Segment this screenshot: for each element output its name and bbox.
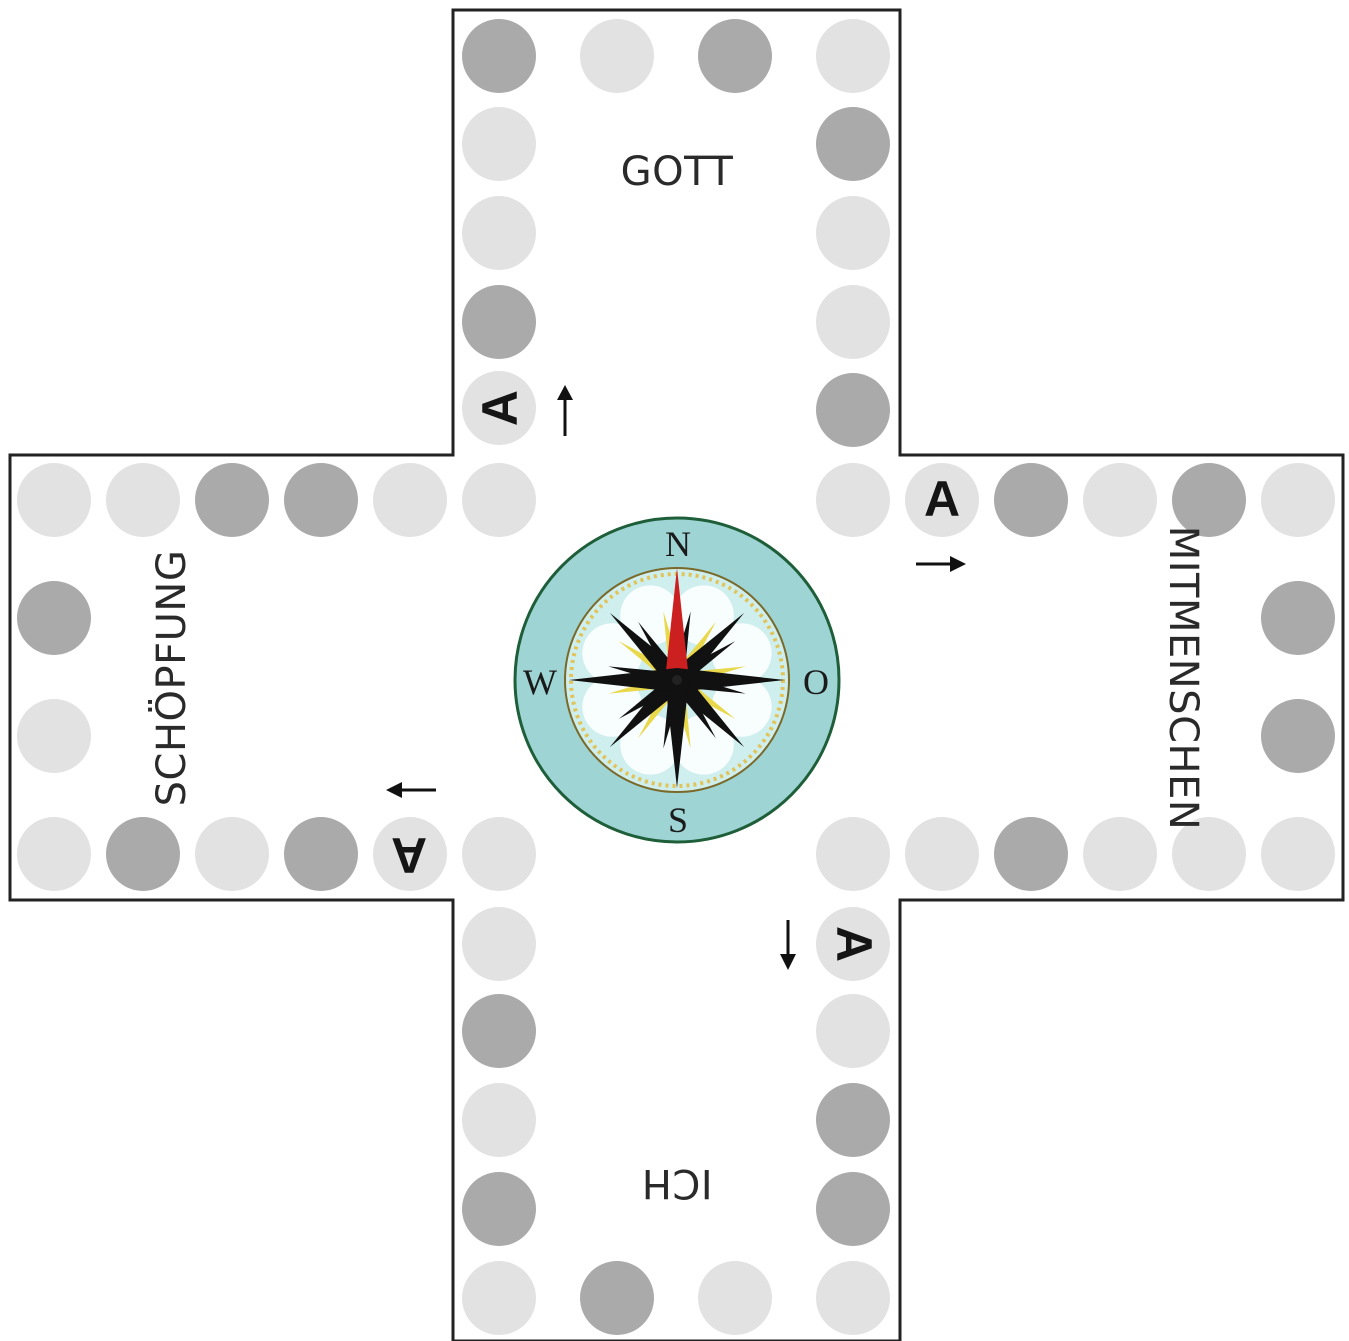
arrow-right-icon [916, 556, 966, 572]
compass-star-point [677, 668, 785, 692]
board-field[interactable] [905, 463, 979, 537]
board-field[interactable] [106, 817, 180, 891]
board-field[interactable] [698, 1261, 772, 1335]
board-field[interactable] [994, 817, 1068, 891]
board-field[interactable] [816, 817, 890, 891]
compass-rose [513, 516, 841, 844]
board-field[interactable] [816, 196, 890, 270]
board-field[interactable] [1261, 463, 1335, 537]
board-field[interactable] [17, 817, 91, 891]
arrow-up-icon [557, 385, 573, 436]
board-field[interactable] [462, 1172, 536, 1246]
board-field[interactable] [816, 907, 890, 981]
board-field[interactable] [17, 463, 91, 537]
board-field[interactable] [462, 1083, 536, 1157]
board-field[interactable] [816, 107, 890, 181]
board-field[interactable] [816, 373, 890, 447]
compass-south-label: S [667, 800, 689, 840]
board-field[interactable] [580, 1261, 654, 1335]
board-field[interactable] [462, 196, 536, 270]
board-fields [17, 19, 1335, 1335]
board-field[interactable] [195, 463, 269, 537]
compass-star-point [569, 668, 677, 692]
start-letter-right: A [923, 471, 961, 527]
board-field[interactable] [17, 581, 91, 655]
arrow-left-icon [386, 782, 436, 798]
board-field[interactable] [816, 19, 890, 93]
compass-star-point [609, 612, 685, 688]
compass-west-label: W [523, 662, 557, 702]
board-field[interactable] [195, 817, 269, 891]
board-field[interactable] [284, 817, 358, 891]
board-field[interactable] [462, 1261, 536, 1335]
board-field[interactable] [462, 994, 536, 1068]
board-field[interactable] [462, 463, 536, 537]
compass-north-label: N [665, 524, 691, 564]
board-field[interactable] [462, 107, 536, 181]
board-field[interactable] [816, 994, 890, 1068]
board-field[interactable] [905, 817, 979, 891]
board-field[interactable] [284, 463, 358, 537]
compass-star-point [609, 672, 685, 748]
board-field[interactable] [462, 817, 536, 891]
board-field[interactable] [698, 19, 772, 93]
board-field[interactable] [373, 463, 447, 537]
board-field[interactable] [816, 1083, 890, 1157]
board-field[interactable] [1083, 817, 1157, 891]
compass-east-label: O [803, 662, 829, 702]
board-field[interactable] [462, 907, 536, 981]
compass-star-point [665, 568, 689, 680]
arrow-down-icon [780, 920, 796, 970]
board-field[interactable] [1261, 581, 1335, 655]
board-field[interactable] [1172, 463, 1246, 537]
board-field[interactable] [816, 1261, 890, 1335]
board-field[interactable] [816, 463, 890, 537]
board-field[interactable] [373, 817, 447, 891]
board-field[interactable] [816, 285, 890, 359]
board-field[interactable] [106, 463, 180, 537]
compass-star-point [669, 612, 745, 688]
board-field[interactable] [1172, 817, 1246, 891]
board-field[interactable] [1261, 699, 1335, 773]
board-field[interactable] [580, 19, 654, 93]
board-field[interactable] [816, 1172, 890, 1246]
board-field[interactable] [994, 463, 1068, 537]
board-field[interactable] [462, 371, 536, 445]
board-field[interactable] [17, 699, 91, 773]
board-field[interactable] [1083, 463, 1157, 537]
board-field[interactable] [1261, 817, 1335, 891]
board-field[interactable] [462, 19, 536, 93]
arm-label-top: GOTT [620, 149, 734, 195]
compass-star-point [665, 680, 689, 788]
compass-star-point [669, 672, 745, 748]
board-field[interactable] [462, 285, 536, 359]
compass-center-pin [672, 675, 682, 685]
